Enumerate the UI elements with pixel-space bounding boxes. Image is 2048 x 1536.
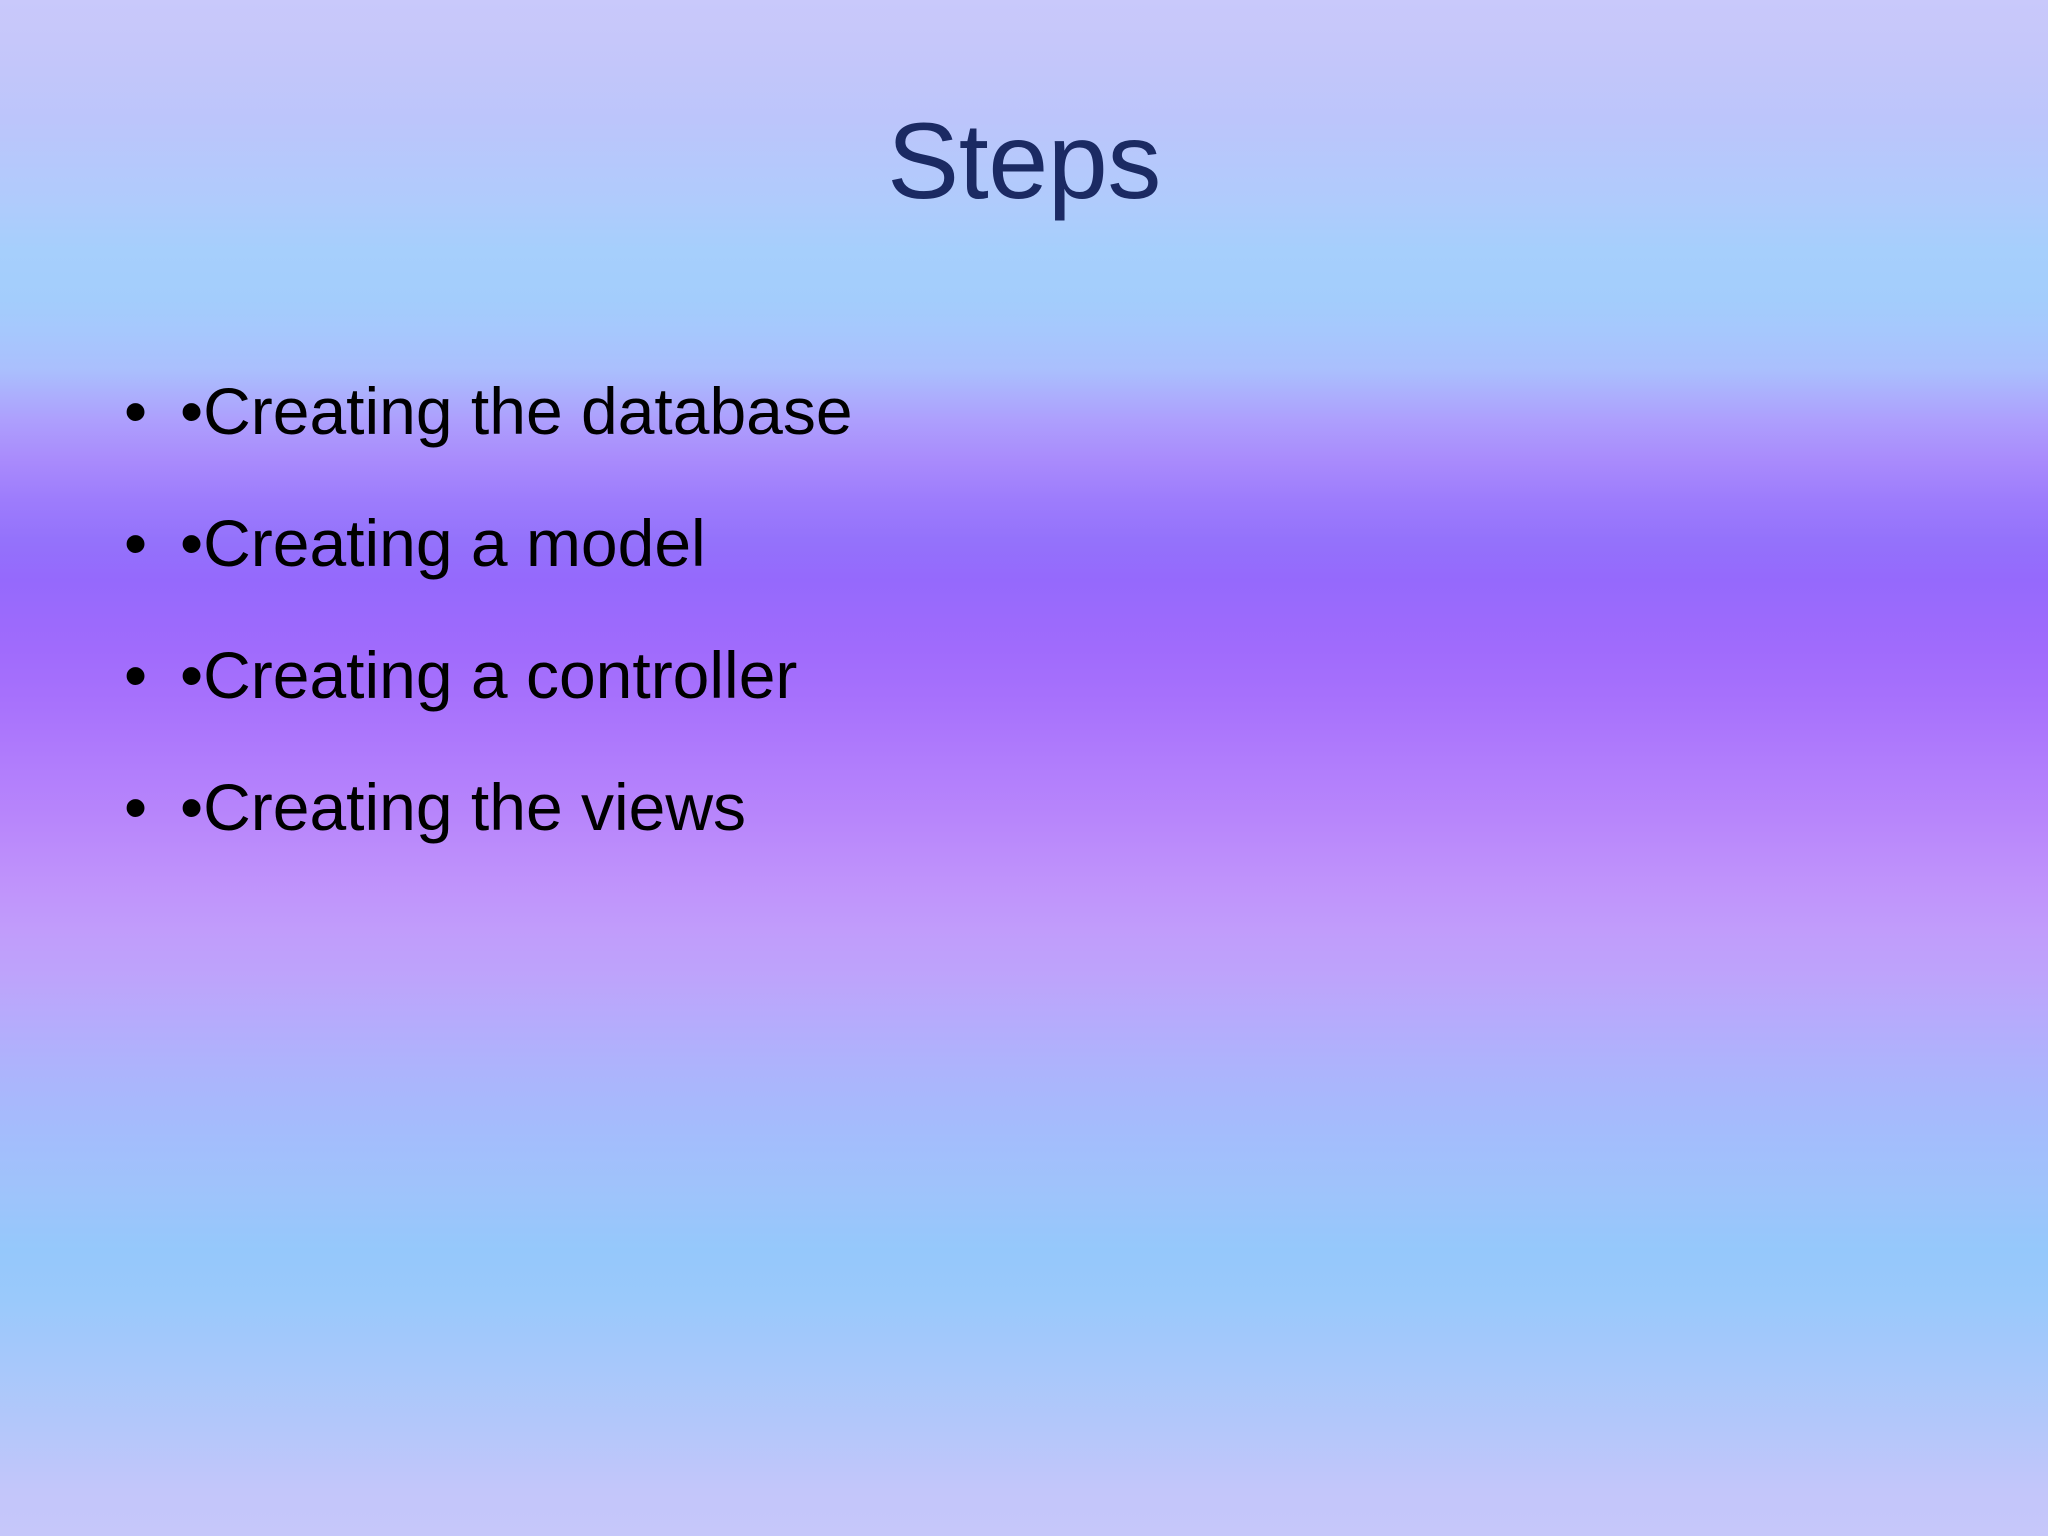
page-title: Steps xyxy=(887,100,1161,221)
list-item: • •Creating a model xyxy=(96,510,1896,642)
bullet-point-icon: • xyxy=(124,506,148,580)
bullet-point-icon: • xyxy=(124,374,148,448)
list-item: • •Creating the database xyxy=(96,378,1896,510)
bullet-point-icon: • xyxy=(124,638,148,712)
list-item: • •Creating a controller xyxy=(96,642,1896,774)
list-item-label: •Creating the database xyxy=(180,374,853,448)
list-item-label: •Creating the views xyxy=(180,770,747,844)
list-item: • •Creating the views xyxy=(96,774,1896,906)
bullet-point-icon: • xyxy=(124,770,148,844)
list-item-label: •Creating a model xyxy=(180,506,706,580)
bullet-list: • •Creating the database • •Creating a m… xyxy=(96,378,1896,906)
list-item-label: •Creating a controller xyxy=(180,638,798,712)
